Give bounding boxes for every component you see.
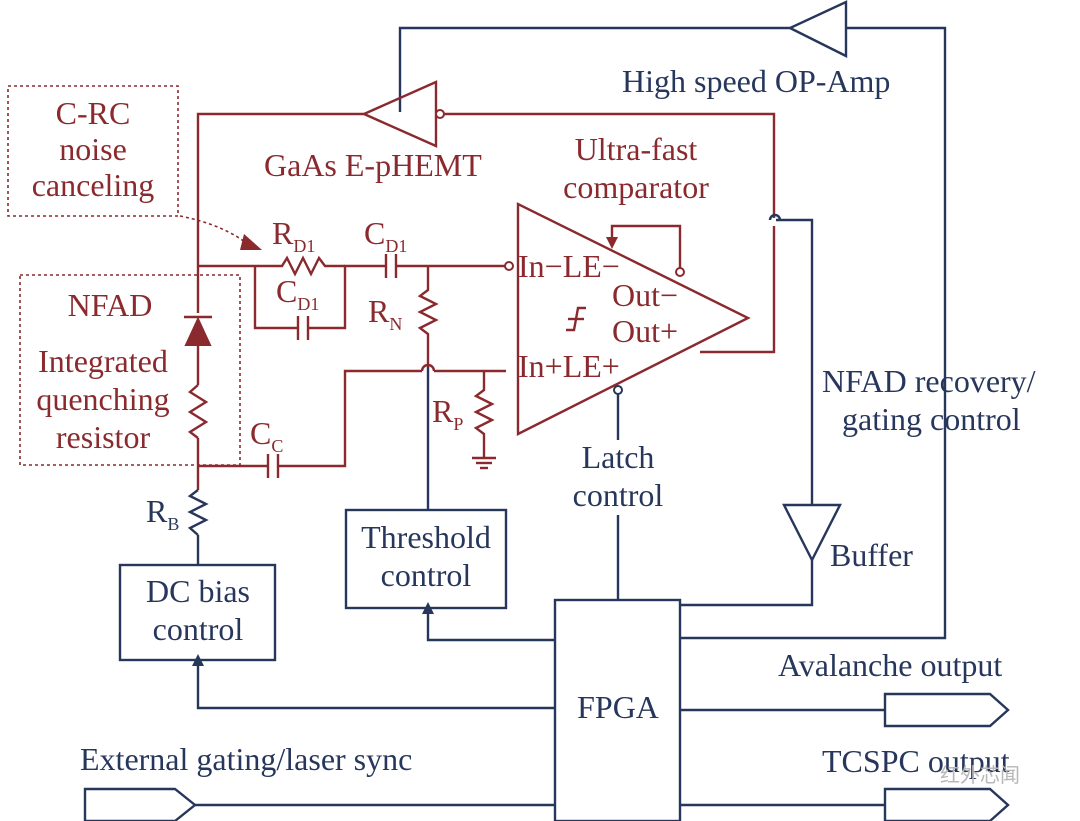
nfad-label: NFAD — [68, 287, 153, 323]
in-plus-le-plus-label: In+LE+ — [518, 348, 620, 384]
fpga-to-dcbias-wire — [192, 654, 555, 710]
opamp-label: High speed OP-Amp — [622, 63, 890, 99]
wire-crossover-hop — [420, 363, 436, 372]
nfad-recovery-label-line2: gating control — [842, 401, 1021, 437]
rb-resistor-icon — [187, 489, 209, 536]
cd1-top-label: CD1 — [364, 215, 407, 256]
avalanche-output-connector-icon — [883, 692, 1010, 728]
gaas-label: GaAs E-pHEMT — [264, 147, 482, 183]
fpga-box — [553, 598, 682, 821]
rp-resistor-icon — [473, 371, 495, 458]
crc-noise-canceling-box — [7, 85, 179, 217]
opamp-triangle-icon — [787, 0, 848, 58]
iqr-label-line2: quenching — [36, 381, 169, 417]
tcspc-output-connector-icon — [883, 787, 1010, 821]
crc-label-line3: canceling — [32, 167, 155, 203]
latch-label-line2: control — [573, 477, 664, 513]
quenching-resistor-icon — [187, 384, 209, 439]
dc-bias-control-box — [118, 563, 277, 662]
out-plus-label: Out+ — [612, 313, 678, 349]
le-feedback-wire — [606, 224, 682, 268]
comparator-triangle-icon — [516, 202, 751, 436]
detector-circuit — [187, 112, 776, 536]
rn-resistor-icon — [417, 266, 439, 367]
rd1-label: RD1 — [272, 215, 315, 256]
crc-pointer-arrow-icon — [240, 234, 262, 250]
rn-label: RN — [368, 293, 402, 334]
gaas-inverting-bubble-icon — [435, 109, 445, 119]
buffer-wire-crossover-hop — [768, 213, 782, 221]
fpga-label: FPGA — [577, 689, 659, 725]
nfad-dotted-box — [19, 274, 241, 466]
comparator-label-line2: comparator — [563, 169, 709, 205]
cd1-bottom-wire-right — [308, 264, 386, 330]
threshold-label-line1: Threshold — [361, 519, 491, 555]
fpga-to-threshold-wire — [422, 602, 555, 642]
cc-wire-right — [278, 369, 422, 468]
gaas-to-nfad-wire — [196, 112, 366, 313]
diagram-labels: C-RC noise canceling NFAD Integrated que… — [32, 63, 1036, 787]
crc-label-line2: noise — [59, 131, 127, 167]
comparator-to-buffer-wire — [776, 218, 814, 505]
opamp-fpga-wire — [680, 26, 947, 640]
dcbias-label-line2: control — [153, 611, 244, 647]
out-minus-bubble-icon — [675, 267, 685, 277]
iqr-label-line1: Integrated — [38, 343, 168, 379]
external-gating-label: External gating/laser sync — [80, 741, 412, 777]
rp-label: RP — [432, 393, 463, 434]
crc-pointer-line — [179, 215, 251, 247]
control-wiring — [192, 26, 947, 807]
crc-label-line1: C-RC — [56, 95, 131, 131]
out-to-gaas-wire — [444, 112, 776, 218]
latch-label-line1: Latch — [582, 439, 655, 475]
cc-label: CC — [250, 415, 283, 456]
threshold-control-box — [344, 508, 508, 610]
nfad-recovery-label-line1: NFAD recovery/ — [822, 363, 1036, 399]
rb-label: RB — [146, 493, 179, 534]
out-plus-wire — [700, 226, 776, 354]
threshold-label-line2: control — [381, 557, 472, 593]
tcspc-output-label: TCSPC output — [822, 743, 1010, 779]
buffer-label: Buffer — [830, 537, 913, 573]
in-minus-terminal-icon — [504, 261, 514, 271]
iqr-label-line3: resistor — [56, 419, 151, 455]
in-minus-le-minus-label: In−LE− — [518, 248, 620, 284]
buffer-to-fpga-wire — [680, 560, 814, 607]
avalanche-output-label: Avalanche output — [778, 647, 1002, 683]
nfad-diode-icon — [184, 316, 212, 346]
watermark-text: 红外芯闻 — [940, 763, 1020, 787]
external-input-connector-icon — [83, 787, 197, 821]
comparator-label-line1: Ultra-fast — [575, 131, 698, 167]
out-minus-label: Out− — [612, 277, 678, 313]
latch-bubble-icon — [613, 385, 623, 395]
dcbias-label-line1: DC bias — [146, 573, 250, 609]
buffer-triangle-icon — [782, 503, 842, 563]
rd1-resistor-icon — [255, 255, 345, 277]
cd1-bottom-label: CD1 — [276, 273, 319, 314]
opamp-feedback-wire — [398, 26, 790, 112]
cd1-bottom-wire-left — [253, 266, 298, 330]
